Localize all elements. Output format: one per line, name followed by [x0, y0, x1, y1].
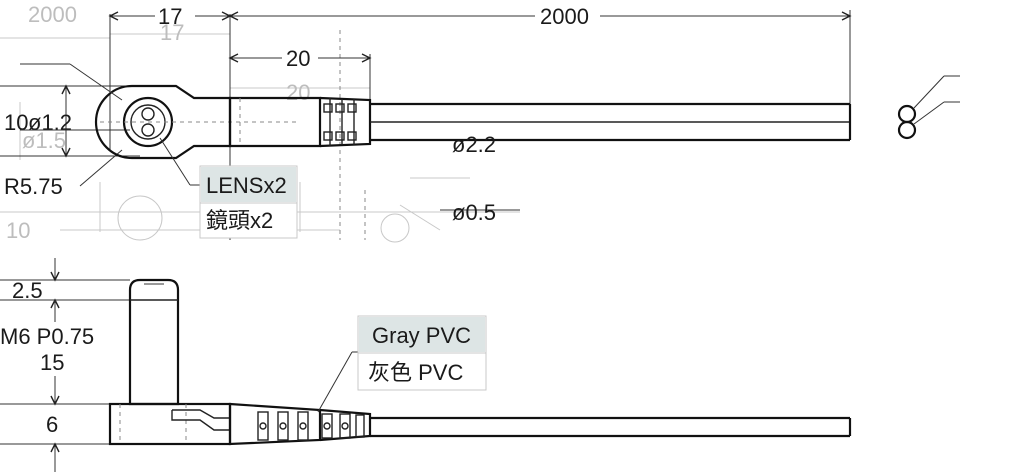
strain-relief-top	[228, 96, 372, 148]
dim-dia-1-2: ø1.2	[28, 110, 72, 135]
top-view: 2000 17 20 10 ø1.5 17 2000	[0, 2, 960, 243]
dim-line-10	[0, 84, 140, 158]
cable-side	[370, 416, 852, 438]
ghost-dim-17: 17	[160, 20, 184, 45]
ghost-dim-20: 20	[286, 80, 310, 105]
sensor-head-top	[20, 63, 300, 160]
side-view: 2.5 M6 P0.75 15 6	[0, 258, 852, 472]
dim-17: 17	[158, 4, 182, 29]
ghost-dim-dia: ø1.5	[22, 128, 66, 153]
dim-cable-dia-2-2: ø2.2	[452, 132, 496, 157]
dim-line-6	[0, 395, 110, 472]
strain-relief-side	[228, 402, 372, 446]
ghost-dim-10: 10	[6, 218, 30, 243]
lens-label-zh: 鏡頭x2	[206, 208, 273, 233]
cable-label-zh: 灰色 PVC	[368, 360, 463, 385]
dim-core-dia-0-5: ø0.5	[452, 200, 496, 225]
dim-r5-75: R5.75	[4, 174, 63, 199]
lens-label	[159, 137, 298, 239]
sensor-head-side	[108, 402, 232, 446]
cable-cross-section	[897, 75, 960, 140]
lens-label-en: LENSx2	[206, 173, 287, 198]
ghost-dim-2000: 2000	[28, 2, 77, 27]
cable-top	[370, 102, 852, 211]
dim-2000: 2000	[540, 4, 589, 29]
dim-thread-m6: M6 P0.75	[0, 324, 94, 349]
dim-15: 15	[40, 350, 64, 375]
dim-line-2000	[228, 10, 852, 106]
cable-label-en: Gray PVC	[372, 323, 471, 348]
dim-10: 10	[4, 110, 28, 135]
dim-20: 20	[286, 46, 310, 71]
cable-label	[317, 315, 487, 413]
dim-6: 6	[46, 412, 58, 437]
dim-2-5: 2.5	[12, 278, 43, 303]
threaded-body-side	[128, 278, 180, 406]
dim-line-20	[228, 53, 372, 110]
